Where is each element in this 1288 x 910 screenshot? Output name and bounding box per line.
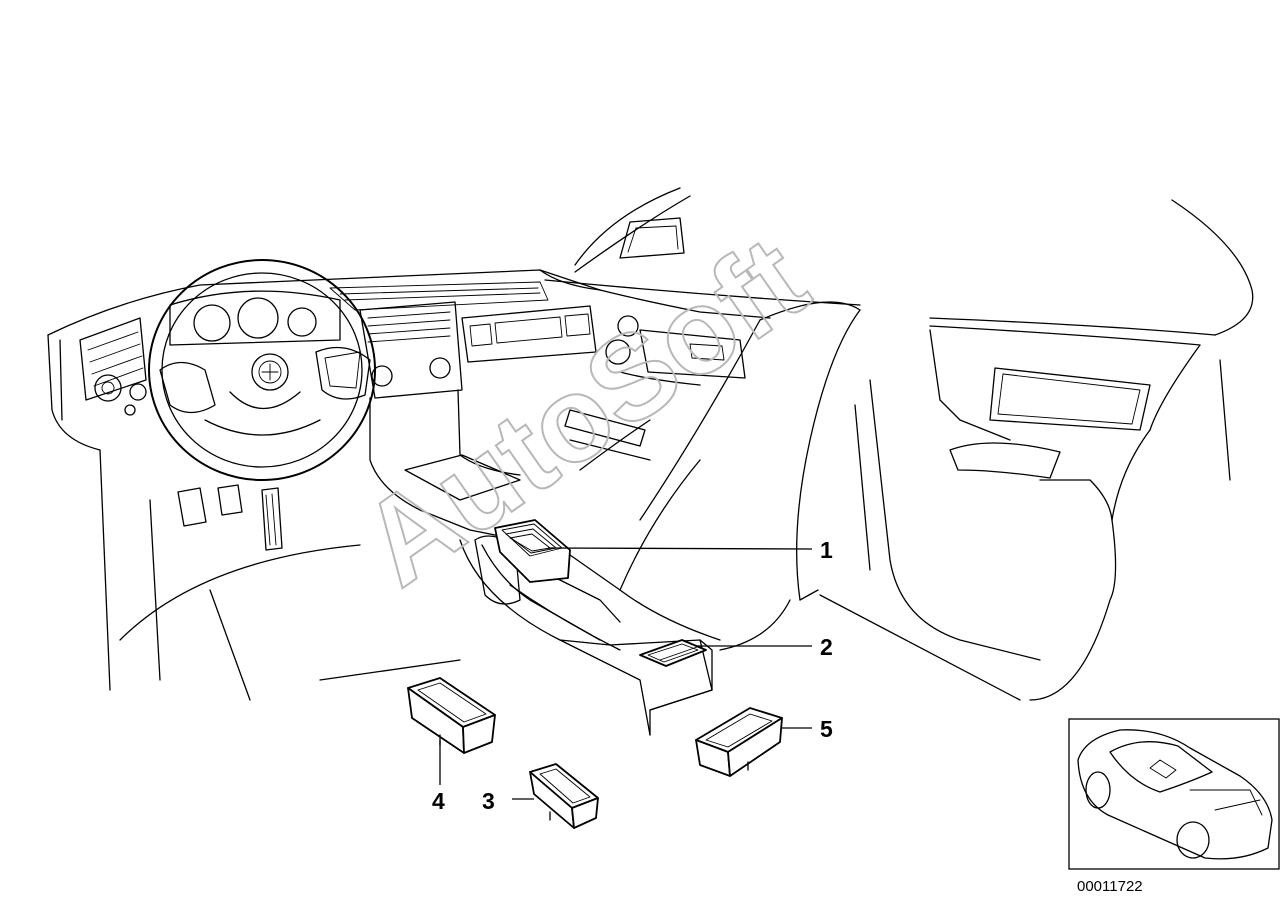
part-3-tray (529, 763, 599, 829)
vehicle-location-inset (1068, 718, 1280, 870)
callout-2: 2 (820, 634, 833, 660)
part-5-tray (695, 707, 783, 777)
part-2-tray (639, 639, 707, 667)
part-4-tray (407, 677, 496, 754)
callout-labels: 1 2 3 4 5 (432, 537, 833, 814)
callout-5: 5 (820, 716, 833, 742)
car-interior-illustration (47, 187, 1254, 736)
watermark-text: AutoSoft (338, 211, 830, 611)
document-number: 00011722 (1077, 878, 1143, 895)
leader-lines (439, 547, 813, 800)
callout-1: 1 (820, 537, 833, 563)
part-1-tray (494, 519, 571, 583)
callout-3: 3 (482, 788, 495, 814)
watermark: AutoSoft (337, 210, 831, 612)
leader-line-1 (547, 547, 813, 550)
callout-4: 4 (432, 788, 445, 814)
